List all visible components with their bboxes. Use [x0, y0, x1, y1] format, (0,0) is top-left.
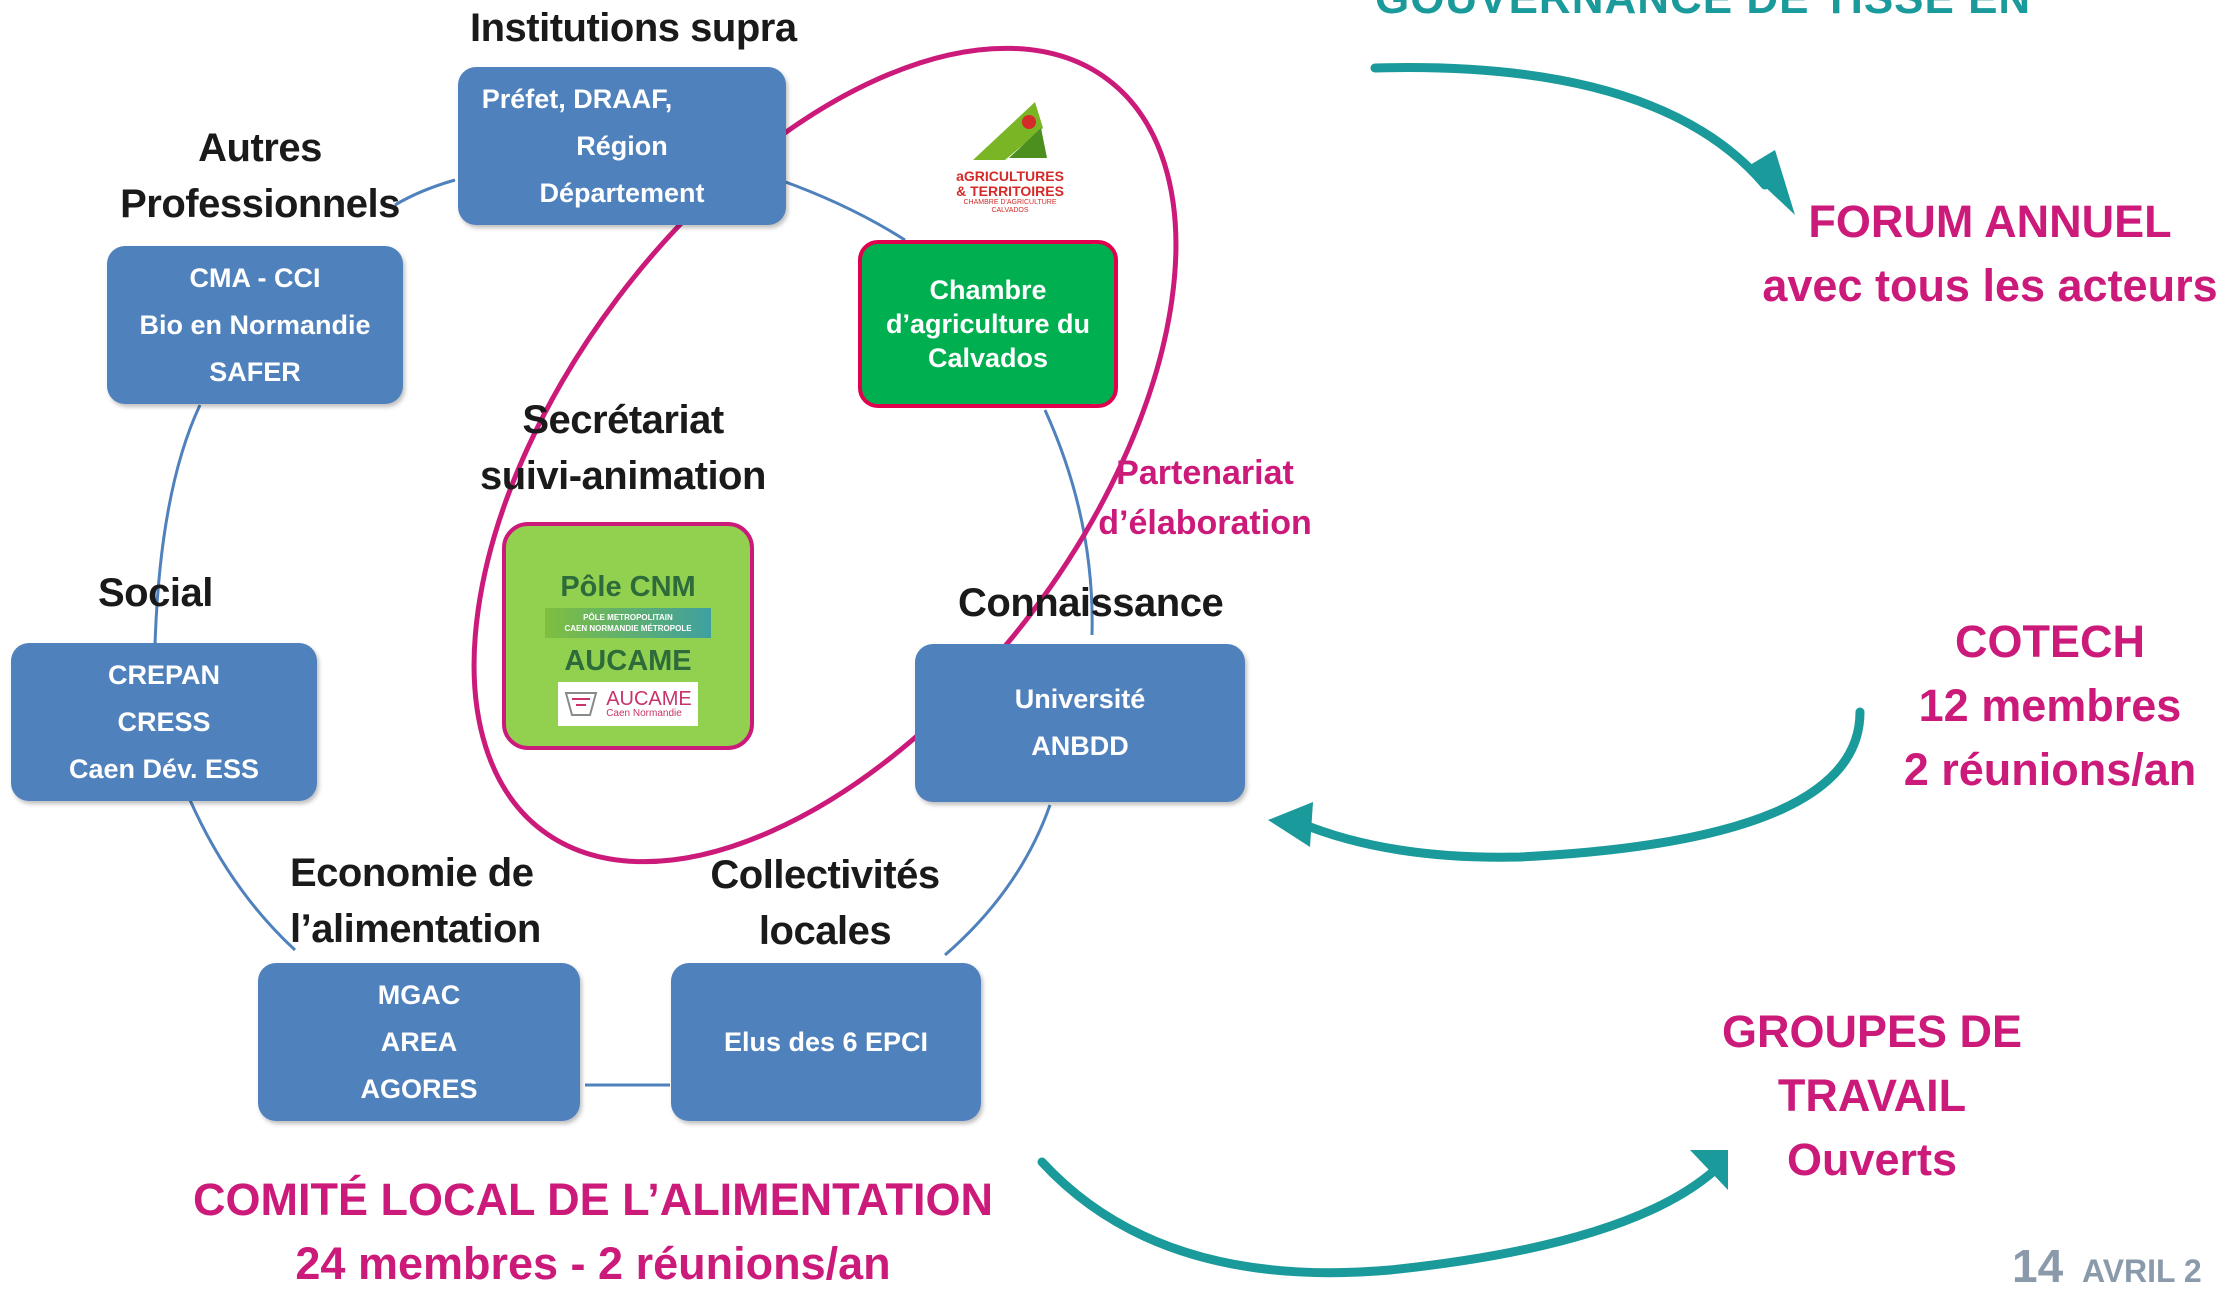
aucame-logo: AUCAME Caen Normandie: [558, 682, 698, 726]
connaissance-line: Université: [1014, 684, 1146, 714]
chambre-line: d’agriculture du: [885, 309, 1091, 339]
connector-arc: [779, 178, 906, 242]
economie-line: MGAC: [377, 979, 461, 1010]
page-date-fragment: AVRIL 2: [2081, 1253, 2202, 1289]
partenariat-line1: Partenariat: [1116, 454, 1294, 492]
economie-heading: Economie de l’alimentation: [290, 845, 570, 957]
connaissance-box: Université ANBDD: [915, 644, 1245, 802]
institutions-box: Préfet, DRAAF, Région Département: [458, 67, 786, 225]
collectivites-heading-line1: Collectivités: [710, 853, 940, 897]
economie-heading-line1: Economie de: [290, 851, 534, 895]
forum-line2: avec tous les acteurs: [1762, 260, 2218, 311]
chambre-logo-line4: CALVADOS: [991, 207, 1029, 214]
connaissance-heading: Connaissance: [958, 581, 1224, 625]
autres-line: Bio en Normandie: [139, 309, 371, 340]
collectivites-heading: Collectivités locales: [700, 847, 950, 959]
partenariat-line2: d’élaboration: [1098, 504, 1312, 542]
chambre-agriculture-logo: aGRICULTURES & TERRITOIRES CHAMBRE D'AGR…: [950, 98, 1070, 228]
forum-arrowhead: [1745, 150, 1795, 215]
collectivites-box: Elus des 6 EPCI: [671, 963, 981, 1121]
connector-arc: [1043, 409, 1094, 636]
page-number-value: 14: [2012, 1240, 2064, 1292]
header-title-fragment: GOUVERNANCE DE TISSE EN: [1375, 0, 2031, 24]
aucame-logo-sub: Caen Normandie: [606, 708, 682, 719]
page-number: 14 AVRIL 2: [2012, 1238, 2202, 1299]
chambre-line: Chambre: [929, 275, 1047, 305]
secretariat-box: Pôle CNM PÔLE METROPOLITAIN CAEN NORMAND…: [502, 522, 754, 750]
collectivites-heading-line2: locales: [758, 909, 892, 953]
groupes-line3: Ouverts: [1786, 1134, 1958, 1185]
pole-banner-line1: PÔLE METROPOLITAIN: [583, 613, 673, 622]
partenariat-label: Partenariat d’élaboration: [1090, 448, 1320, 548]
chambre-leaf-icon: [973, 102, 1047, 160]
aucame-logo-name: AUCAME: [606, 688, 692, 710]
chambre-logo-line2: & TERRITOIRES: [956, 183, 1064, 199]
economie-line: AGORES: [360, 1073, 478, 1104]
groupes-label: GROUPES DE TRAVAIL Ouverts: [1692, 1000, 2052, 1192]
cotech-arrow: [1295, 707, 1865, 862]
cotech-line2: 12 membres: [1918, 680, 2182, 731]
cotech-line1: COTECH: [1955, 616, 2145, 667]
chambre-logo-line1: aGRICULTURES: [956, 168, 1064, 184]
pole-metropolitain-logo: PÔLE METROPOLITAIN CAEN NORMANDIE MÉTROP…: [545, 608, 711, 638]
connector-arc: [394, 178, 456, 207]
forum-label: FORUM ANNUEL avec tous les acteurs: [1740, 190, 2236, 318]
connaissance-line: ANBDD: [1031, 731, 1129, 761]
collectivites-line: Elus des 6 EPCI: [723, 1026, 929, 1057]
cotech-label: COTECH 12 membres 2 réunions/an: [1860, 610, 2236, 802]
institutions-line: Préfet, DRAAF,: [481, 83, 673, 114]
chambre-line: Calvados: [927, 343, 1049, 373]
connector-arc: [153, 404, 202, 646]
economie-line: AREA: [380, 1026, 458, 1057]
social-line: Caen Dév. ESS: [68, 753, 260, 784]
secretariat-heading: Secrétariat suivi-animation: [468, 392, 778, 504]
autres-line: SAFER: [209, 356, 301, 387]
pole-cnm-label: Pôle CNM: [560, 571, 696, 603]
groupes-line2: TRAVAIL: [1777, 1070, 1967, 1121]
cotech-line3: 2 réunions/an: [1903, 744, 2197, 795]
social-heading: Social: [98, 571, 213, 615]
aucame-mark-icon: [564, 692, 598, 716]
comite-line2: 24 membres - 2 réunions/an: [295, 1238, 891, 1289]
forum-line1: FORUM ANNUEL: [1808, 196, 2172, 247]
groupes-arrowhead: [1690, 1150, 1728, 1190]
chambre-box: Chambre d’agriculture du Calvados: [858, 240, 1118, 408]
secretariat-heading-line2: suivi-animation: [480, 454, 766, 498]
institutions-line: Région: [576, 130, 668, 161]
groupes-line1: GROUPES DE: [1721, 1006, 2023, 1057]
groupes-arrow: [1037, 1157, 1720, 1278]
connector-arc: [944, 804, 1052, 957]
institutions-line: Département: [539, 177, 705, 208]
chambre-logo-line3: CHAMBRE D'AGRICULTURE: [963, 199, 1057, 206]
autres-line: CMA - CCI: [189, 262, 321, 293]
autres-heading-line1: Autres: [198, 126, 322, 170]
cotech-arrowhead: [1268, 802, 1313, 847]
autres-box: CMA - CCI Bio en Normandie SAFER: [107, 246, 403, 404]
autres-heading-line2: Professionnels: [120, 182, 400, 226]
forum-arrow: [1370, 63, 1770, 190]
social-line: CREPAN: [107, 659, 220, 690]
partnership-ellipse: [471, 45, 1179, 865]
comite-line1: COMITÉ LOCAL DE L’ALIMENTATION: [193, 1174, 993, 1225]
secretariat-heading-line1: Secrétariat: [522, 398, 724, 442]
aucame-label: AUCAME: [564, 645, 692, 677]
social-line: CRESS: [117, 706, 211, 737]
economie-box: MGAC AREA AGORES: [258, 963, 580, 1121]
autres-heading: Autres Professionnels: [120, 120, 400, 232]
economie-heading-line2: l’alimentation: [290, 907, 541, 951]
connector-arc: [188, 799, 297, 952]
social-box: CREPAN CRESS Caen Dév. ESS: [11, 643, 317, 801]
comite-label: COMITÉ LOCAL DE L’ALIMENTATION 24 membre…: [178, 1168, 1008, 1296]
institutions-heading: Institutions supra: [470, 6, 797, 50]
pole-banner-line2: CAEN NORMANDIE MÉTROPOLE: [564, 624, 692, 633]
